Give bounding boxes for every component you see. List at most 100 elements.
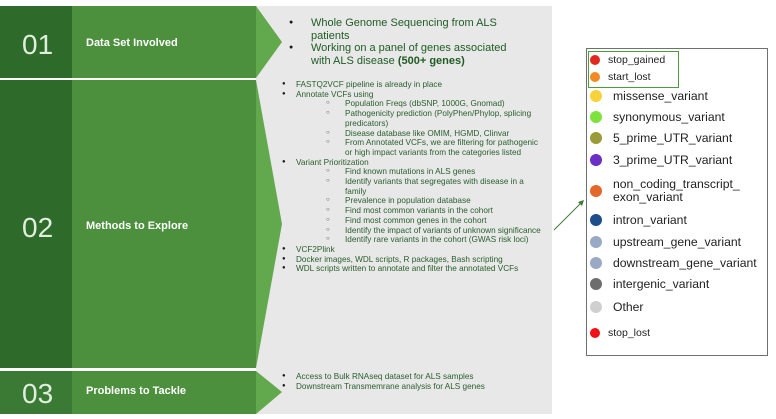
- legend-label: non_coding_transcript_ exon_variant: [613, 177, 740, 204]
- bullet-text: Disease database like OMIM, HGMD, Clinva…: [345, 128, 510, 138]
- legend-item: 3_prime_UTR_variant: [590, 152, 732, 168]
- legend-color-dot: [590, 257, 602, 269]
- step-03-number: 03: [22, 378, 54, 409]
- sub-bullet-item: Find most common variants in the cohort: [280, 206, 542, 216]
- legend-label: synonymous_variant: [613, 109, 725, 124]
- sub-bullet-item: Identify variants that segregates with d…: [280, 177, 542, 196]
- legend-item: 5_prime_UTR_variant: [590, 130, 732, 146]
- legend-label: intron_variant: [613, 212, 687, 227]
- bullet-item: FASTQ2VCF pipeline is already in place: [280, 80, 542, 90]
- bullet-text: Population Freqs (dbSNP, 1000G, Gnomad): [345, 99, 505, 109]
- bullet-item: Whole Genome Sequencing from ALS patient…: [280, 17, 526, 42]
- legend-label: missense_variant: [613, 88, 708, 103]
- legend-item: downstream_gene_variant: [590, 255, 757, 271]
- methods-bullet-list: FASTQ2VCF pipeline is already in placeAn…: [280, 80, 542, 274]
- step-03-title-cell: [72, 371, 256, 414]
- bullet-text: Prevalence in population database: [345, 196, 471, 206]
- bullet-text: Find most common variants in the cohort: [345, 206, 493, 216]
- bullet-text: Identify the impact of variants of unkno…: [345, 225, 541, 235]
- variant-legend: [586, 48, 768, 356]
- bullet-item: WDL scripts written to annotate and filt…: [280, 264, 542, 274]
- legend-item: non_coding_transcript_ exon_variant: [590, 175, 740, 207]
- bullet-item: Variant Prioritization: [280, 158, 542, 168]
- legend-connector-arrowhead: [578, 200, 584, 206]
- legend-label: stop_gained: [608, 53, 666, 66]
- legend-item: intron_variant: [590, 212, 687, 228]
- step-02-number-cell: [0, 80, 72, 368]
- legend-color-dot: [590, 111, 602, 123]
- step-01-title: Data Set Involved: [86, 37, 178, 49]
- legend-item: upstream_gene_variant: [590, 234, 741, 250]
- step-03-arrow: [256, 371, 282, 414]
- sub-bullet-item: Find known mutations in ALS genes: [280, 167, 542, 177]
- legend-connector-line: [553, 201, 583, 231]
- bullet-text: Docker images, WDL scripts, R packages, …: [296, 254, 503, 264]
- bullet-text: WDL scripts written to annotate and filt…: [296, 264, 519, 274]
- bullet-text: Find known mutations in ALS genes: [345, 167, 476, 177]
- legend-label: start_lost: [608, 70, 651, 83]
- step-02-number: 02: [22, 212, 54, 243]
- legend-item: missense_variant: [590, 88, 708, 104]
- legend-label: stop_lost: [608, 326, 651, 339]
- legend-label: upstream_gene_variant: [613, 234, 742, 249]
- legend-color-dot: [590, 90, 602, 102]
- bullet-text: Pathogenicity prediction (PolyPhen/Phylo…: [345, 109, 532, 128]
- bullet-text: Identify variants that segregates with d…: [345, 177, 524, 196]
- bullet-item: Access to Bulk RNAseq dataset for ALS sa…: [280, 372, 542, 382]
- bullet-text: FASTQ2VCF pipeline is already in place: [296, 80, 443, 89]
- bullet-text: From Annotated VCFs, we are filtering fo…: [345, 138, 538, 157]
- legend-item: start_lost: [590, 69, 651, 85]
- problems-bullet-list: Access to Bulk RNAseq dataset for ALS sa…: [280, 372, 542, 391]
- sub-bullet-item: Disease database like OMIM, HGMD, Clinva…: [280, 129, 542, 139]
- bullet-text: Whole Genome Sequencing from ALS patient…: [311, 17, 497, 42]
- legend-label: downstream_gene_variant: [613, 255, 757, 270]
- step-01-number: 01: [22, 29, 54, 60]
- sub-bullet-item: From Annotated VCFs, we are filtering fo…: [280, 138, 542, 157]
- bullet-text: Variant Prioritization: [296, 157, 369, 167]
- bullet-item: VCF2Plink: [280, 245, 542, 255]
- step-02-arrow: [256, 80, 282, 368]
- sub-bullet-item: Identify rare variants in the cohort (GW…: [280, 235, 542, 245]
- bullet-bold-text: (500+ genes): [397, 54, 465, 67]
- legend-item: synonymous_variant: [590, 109, 725, 125]
- legend-item: stop_lost: [590, 325, 650, 341]
- step-01-title-cell: [72, 6, 256, 78]
- legend-color-dot: [590, 154, 602, 166]
- legend-label: 5_prime_UTR_variant: [613, 130, 733, 145]
- legend-color-dot: [590, 301, 602, 313]
- legend-item: intergenic_variant: [590, 276, 709, 292]
- legend-color-dot: [590, 236, 602, 248]
- legend-color-dot: [590, 328, 600, 338]
- legend-label: 3_prime_UTR_variant: [613, 152, 733, 167]
- bullet-text: Annotate VCFs using: [296, 89, 374, 99]
- sub-bullet-item: Identify the impact of variants of unkno…: [280, 226, 542, 236]
- bullet-text: Access to Bulk RNAseq dataset for ALS sa…: [296, 372, 474, 381]
- legend-color-dot: [590, 132, 602, 144]
- step-03-number-cell: [0, 371, 72, 414]
- legend-item: Other: [590, 299, 643, 315]
- legend-color-dot: [590, 55, 600, 65]
- step-01-arrow: [256, 6, 282, 78]
- legend-label: Other: [613, 299, 644, 314]
- bullet-text: VCF2Plink: [296, 244, 335, 254]
- step-02-title: Methods to Explore: [86, 220, 189, 232]
- data-set-bullet-list: Whole Genome Sequencing from ALS patient…: [280, 17, 526, 67]
- bullet-item: Working on a panel of genes associated w…: [280, 42, 526, 67]
- step-01-number-cell: [0, 6, 72, 78]
- sub-bullet-item: Pathogenicity prediction (PolyPhen/Phylo…: [280, 109, 542, 128]
- bullet-text: Find most common genes in the cohort: [345, 215, 487, 225]
- bullet-text: Identify rare variants in the cohort (GW…: [345, 235, 529, 245]
- bullet-item: Docker images, WDL scripts, R packages, …: [280, 255, 542, 265]
- step-02-title-cell: [72, 80, 256, 368]
- legend-color-dot: [590, 278, 602, 290]
- bullet-item: Annotate VCFs using: [280, 90, 542, 100]
- bullet-text: Downstream Transmemrane analysis for ALS…: [296, 381, 485, 391]
- legend-color-dot: [590, 72, 600, 82]
- legend-color-dot: [590, 214, 602, 226]
- bullet-item: Downstream Transmemrane analysis for ALS…: [280, 382, 542, 392]
- bullet-text: Working on a panel of genes associated w…: [311, 42, 507, 67]
- sub-bullet-item: Find most common genes in the cohort: [280, 216, 542, 226]
- legend-color-dot: [590, 185, 602, 197]
